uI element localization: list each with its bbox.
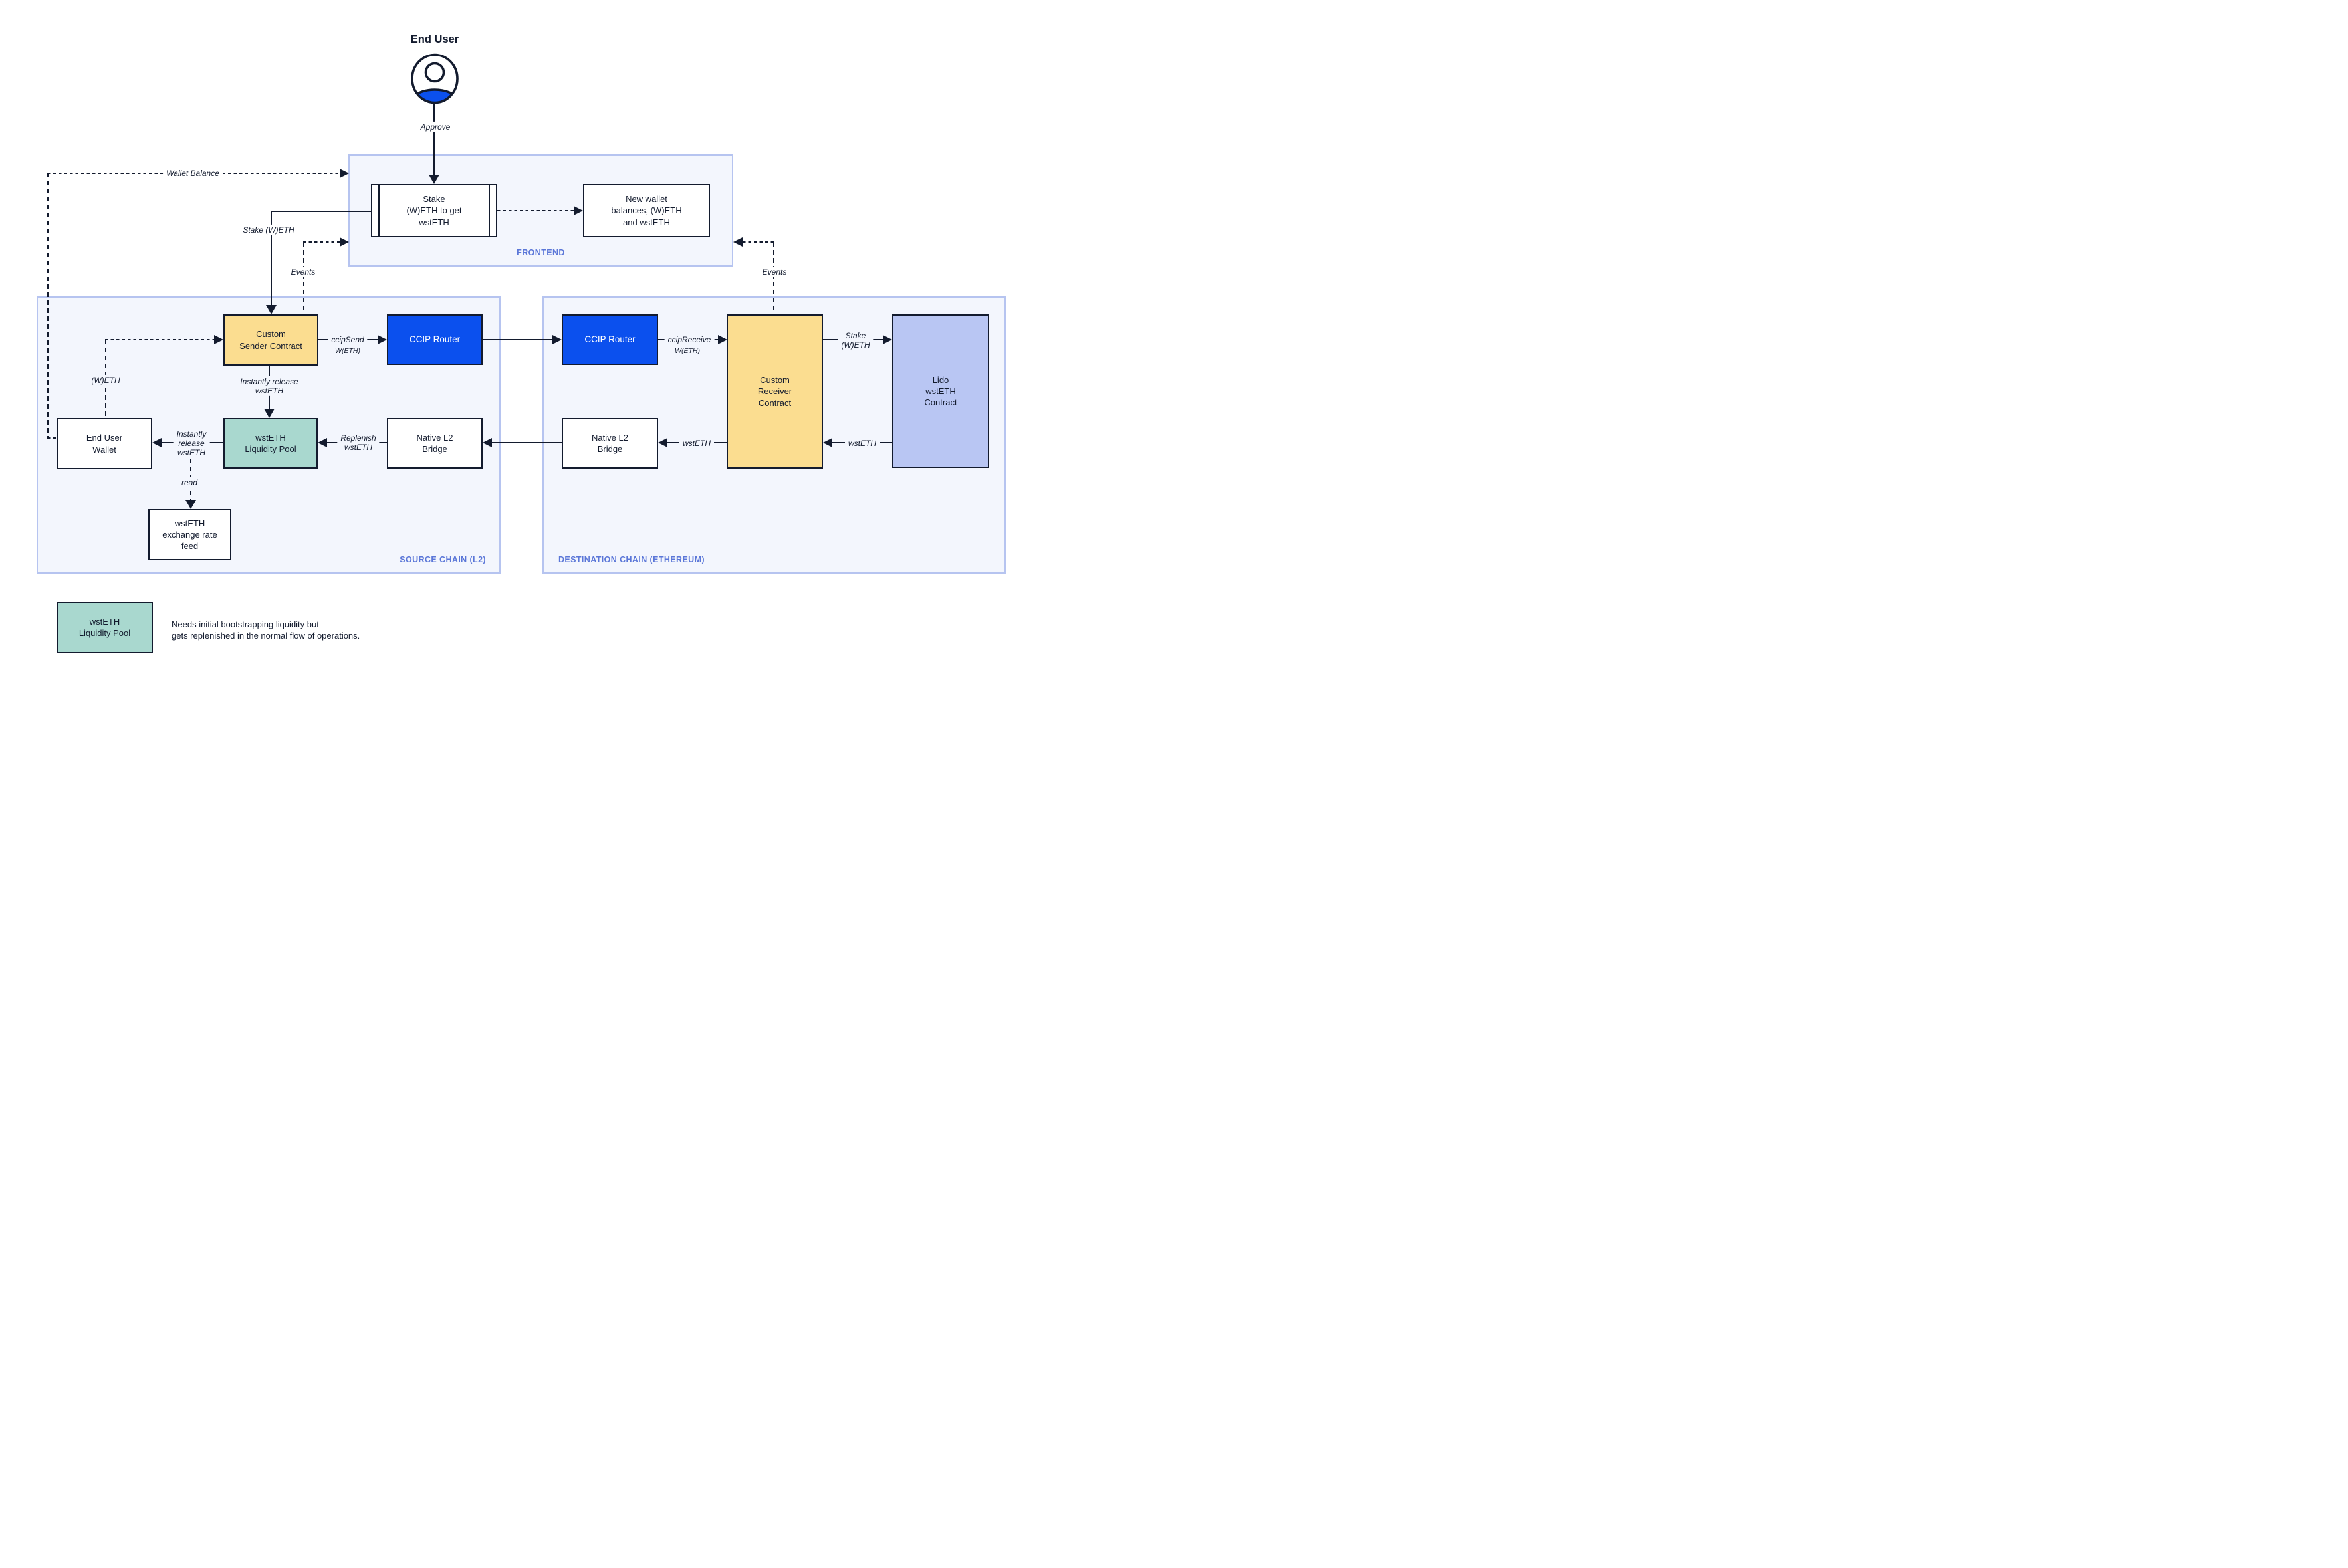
node-end-user-wallet-label: End User Wallet	[86, 433, 123, 455]
edge-events-source-label: Events	[287, 266, 319, 278]
arrowhead-left-icon	[658, 438, 667, 447]
node-ccip-router-dest-label: CCIP Router	[584, 334, 636, 345]
node-lido-wsteth-contract-label: Lido wstETH Contract	[924, 374, 957, 408]
legend-swatch: wstETH Liquidity Pool	[57, 602, 153, 653]
edge-wsteth-to-bridge-label: wstETH	[679, 437, 714, 449]
edge-events-dest-label: Events	[759, 266, 790, 278]
container-source-chain-label: SOURCE CHAIN (L2)	[400, 555, 486, 564]
arrowhead-left-icon	[733, 237, 743, 247]
arrowhead-right-icon	[214, 335, 223, 344]
edge-instantly-release-wallet-label: Instantly release wstETH	[173, 428, 210, 459]
arrowhead-left-icon	[823, 438, 832, 447]
node-wsteth-exchange-rate-feed-label: wstETH exchange rate feed	[162, 518, 217, 552]
edge-segment	[773, 242, 775, 314]
edge-segment	[303, 242, 305, 314]
arrowhead-right-icon	[552, 335, 562, 344]
arrowhead-down-icon	[266, 305, 277, 314]
node-stake-label: Stake (W)ETH to get wstETH	[406, 194, 462, 227]
arrowhead-right-icon	[340, 237, 349, 247]
edge-ccip-receive-label: ccipReceive	[664, 334, 715, 346]
node-custom-sender-contract: Custom Sender Contract	[223, 314, 318, 366]
arrowhead-right-icon	[340, 169, 349, 178]
arrowhead-left-icon	[483, 438, 492, 447]
node-custom-sender-contract-label: Custom Sender Contract	[239, 329, 302, 351]
container-frontend-label: FRONTEND	[517, 248, 565, 257]
arrowhead-right-icon	[378, 335, 387, 344]
edge-segment	[271, 211, 372, 213]
arrowhead-down-icon	[264, 409, 275, 418]
end-user-title: End User	[410, 33, 459, 45]
arrowhead-down-icon	[185, 500, 196, 509]
edge-instantly-release-label: Instantly release wstETH	[237, 376, 302, 397]
edge-read-label: read	[177, 477, 201, 489]
edge-wallet-balance-label: Wallet Balance	[163, 168, 223, 179]
node-new-wallet: New wallet balances, (W)ETH and wstETH	[583, 184, 710, 237]
edge-stake-weth-label: Stake (W)ETH	[239, 224, 298, 236]
edge-segment	[497, 210, 574, 212]
arrowhead-right-icon	[718, 335, 727, 344]
node-new-wallet-label: New wallet balances, (W)ETH and wstETH	[611, 194, 682, 227]
edge-segment	[105, 339, 214, 341]
edge-segment	[271, 211, 273, 306]
node-native-l2-bridge-source: Native L2 Bridge	[387, 418, 483, 469]
edge-ccip-send-token-label: W(ETH)	[332, 346, 363, 356]
end-user-icon	[411, 53, 459, 104]
node-wsteth-liquidity-pool: wstETH Liquidity Pool	[223, 418, 318, 469]
edge-segment	[491, 442, 562, 444]
node-end-user-wallet: End User Wallet	[57, 418, 152, 469]
legend-note: Needs initial bootstrapping liquidity bu…	[172, 619, 360, 641]
node-ccip-router-source-label: CCIP Router	[409, 334, 461, 345]
edge-segment	[433, 104, 435, 175]
diagram-canvas: FRONTEND SOURCE CHAIN (L2) DESTINATION C…	[0, 0, 1028, 687]
arrowhead-down-icon	[429, 175, 439, 184]
edge-approve-label: Approve	[417, 121, 454, 133]
edge-ccip-send-label: ccipSend	[328, 334, 368, 346]
arrowhead-right-icon	[883, 335, 892, 344]
edge-weth-label: (W)ETH	[88, 374, 124, 386]
node-ccip-router-source: CCIP Router	[387, 314, 483, 365]
edge-segment	[483, 339, 552, 341]
edge-ccip-receive-token-label: W(ETH)	[672, 346, 703, 356]
subroutine-bar	[489, 185, 490, 236]
edge-segment	[47, 173, 49, 438]
edge-wsteth-to-receiver-label: wstETH	[845, 437, 880, 449]
subroutine-bar	[378, 185, 380, 236]
edge-replenish-label: Replenish wstETH	[337, 432, 380, 453]
node-custom-receiver-contract-label: Custom Receiver Contract	[757, 375, 792, 408]
node-ccip-router-dest: CCIP Router	[562, 314, 658, 365]
arrowhead-right-icon	[574, 206, 583, 215]
arrowhead-left-icon	[318, 438, 327, 447]
edge-segment	[743, 241, 774, 243]
node-native-l2-bridge-dest: Native L2 Bridge	[562, 418, 658, 469]
edge-segment	[303, 241, 340, 243]
edge-stake-weth-dest-label: Stake (W)ETH	[838, 330, 874, 351]
arrowhead-left-icon	[152, 438, 162, 447]
node-native-l2-bridge-dest-label: Native L2 Bridge	[592, 432, 628, 454]
edge-segment	[47, 437, 57, 439]
container-destination-chain-label: DESTINATION CHAIN (ETHEREUM)	[558, 555, 705, 564]
node-wsteth-exchange-rate-feed: wstETH exchange rate feed	[148, 509, 231, 560]
legend-swatch-label: wstETH Liquidity Pool	[78, 616, 131, 638]
node-wsteth-liquidity-pool-label: wstETH Liquidity Pool	[245, 432, 296, 454]
node-stake: Stake (W)ETH to get wstETH	[371, 184, 497, 237]
node-lido-wsteth-contract: Lido wstETH Contract	[892, 314, 989, 468]
node-native-l2-bridge-source-label: Native L2 Bridge	[416, 432, 453, 454]
node-custom-receiver-contract: Custom Receiver Contract	[727, 314, 823, 469]
